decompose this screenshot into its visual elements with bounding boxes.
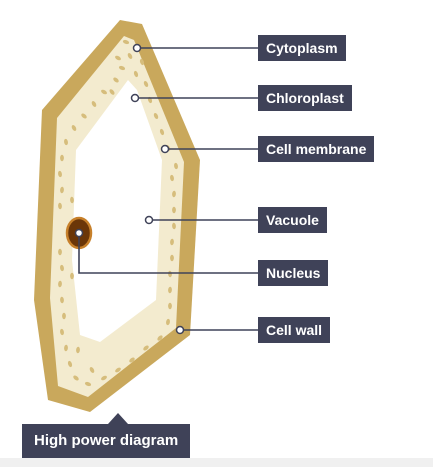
cytoplasm-pointer-dot — [132, 43, 142, 53]
chloroplast — [129, 357, 135, 363]
chloroplast — [89, 367, 95, 373]
chloroplast — [168, 302, 172, 310]
chloroplast — [174, 162, 178, 170]
chloroplast — [58, 280, 62, 288]
vacuole-shape — [72, 80, 162, 342]
label-cell-wall: Cell wall — [258, 317, 331, 343]
chloroplast — [109, 89, 115, 95]
caption-pointer — [108, 413, 128, 424]
chloroplast — [133, 70, 139, 78]
chloroplast — [58, 170, 62, 178]
chloroplast — [122, 39, 130, 45]
chloroplast — [170, 238, 174, 246]
label-vacuole: Vacuole — [258, 207, 327, 233]
chloroplast — [118, 65, 126, 71]
chloroplast — [58, 248, 62, 256]
chloroplast — [81, 113, 87, 119]
cell-membrane-pointer-dot — [160, 144, 170, 154]
label-cytoplasm: Cytoplasm — [258, 35, 346, 61]
chloroplast — [70, 196, 74, 204]
chloroplast — [62, 312, 66, 320]
chloroplast — [139, 58, 145, 66]
chloroplast — [159, 128, 165, 136]
chloroplast — [84, 381, 92, 387]
chloroplast — [70, 272, 74, 280]
label-nucleus: Nucleus — [258, 260, 329, 286]
diagram-caption: High power diagram — [22, 424, 191, 458]
chloroplast — [101, 375, 107, 381]
chloroplasts — [58, 39, 178, 387]
chloroplast — [76, 346, 80, 354]
chloroplast — [143, 80, 149, 88]
chloroplast — [127, 53, 133, 59]
nucleus-leader-line — [78, 233, 258, 274]
chloroplast — [58, 202, 62, 210]
chloroplast — [168, 286, 172, 294]
chloroplast — [60, 154, 64, 162]
chloroplast — [172, 190, 176, 198]
chloroplast — [60, 264, 64, 272]
label-chloroplast: Chloroplast — [258, 85, 352, 111]
chloroplast — [172, 206, 176, 214]
chloroplast — [73, 375, 79, 381]
chloroplast — [115, 55, 121, 61]
chloroplast — [60, 186, 64, 194]
chloroplast — [170, 254, 174, 262]
chloroplast — [91, 101, 97, 107]
chloroplast — [113, 77, 119, 83]
chloroplast — [115, 367, 121, 373]
chloroplast — [157, 335, 163, 341]
chloroplast-pointer-dot — [130, 93, 140, 103]
nucleus-pointer-dot — [74, 228, 84, 238]
vacuole-pointer-dot — [144, 215, 154, 225]
chloroplast — [60, 328, 64, 336]
chloroplast — [67, 360, 73, 368]
chloroplast — [170, 174, 174, 182]
label-cell-membrane: Cell membrane — [258, 136, 375, 162]
chloroplast — [64, 138, 68, 146]
cell-wall-pointer-dot — [175, 325, 185, 335]
chloroplast — [101, 89, 107, 95]
chloroplast — [143, 345, 149, 351]
chloroplast — [60, 296, 64, 304]
chloroplast — [166, 318, 170, 326]
chloroplast — [64, 344, 68, 352]
chloroplast — [172, 222, 176, 230]
chloroplast — [71, 125, 77, 131]
chloroplast — [153, 112, 159, 120]
bottom-divider — [0, 458, 433, 467]
